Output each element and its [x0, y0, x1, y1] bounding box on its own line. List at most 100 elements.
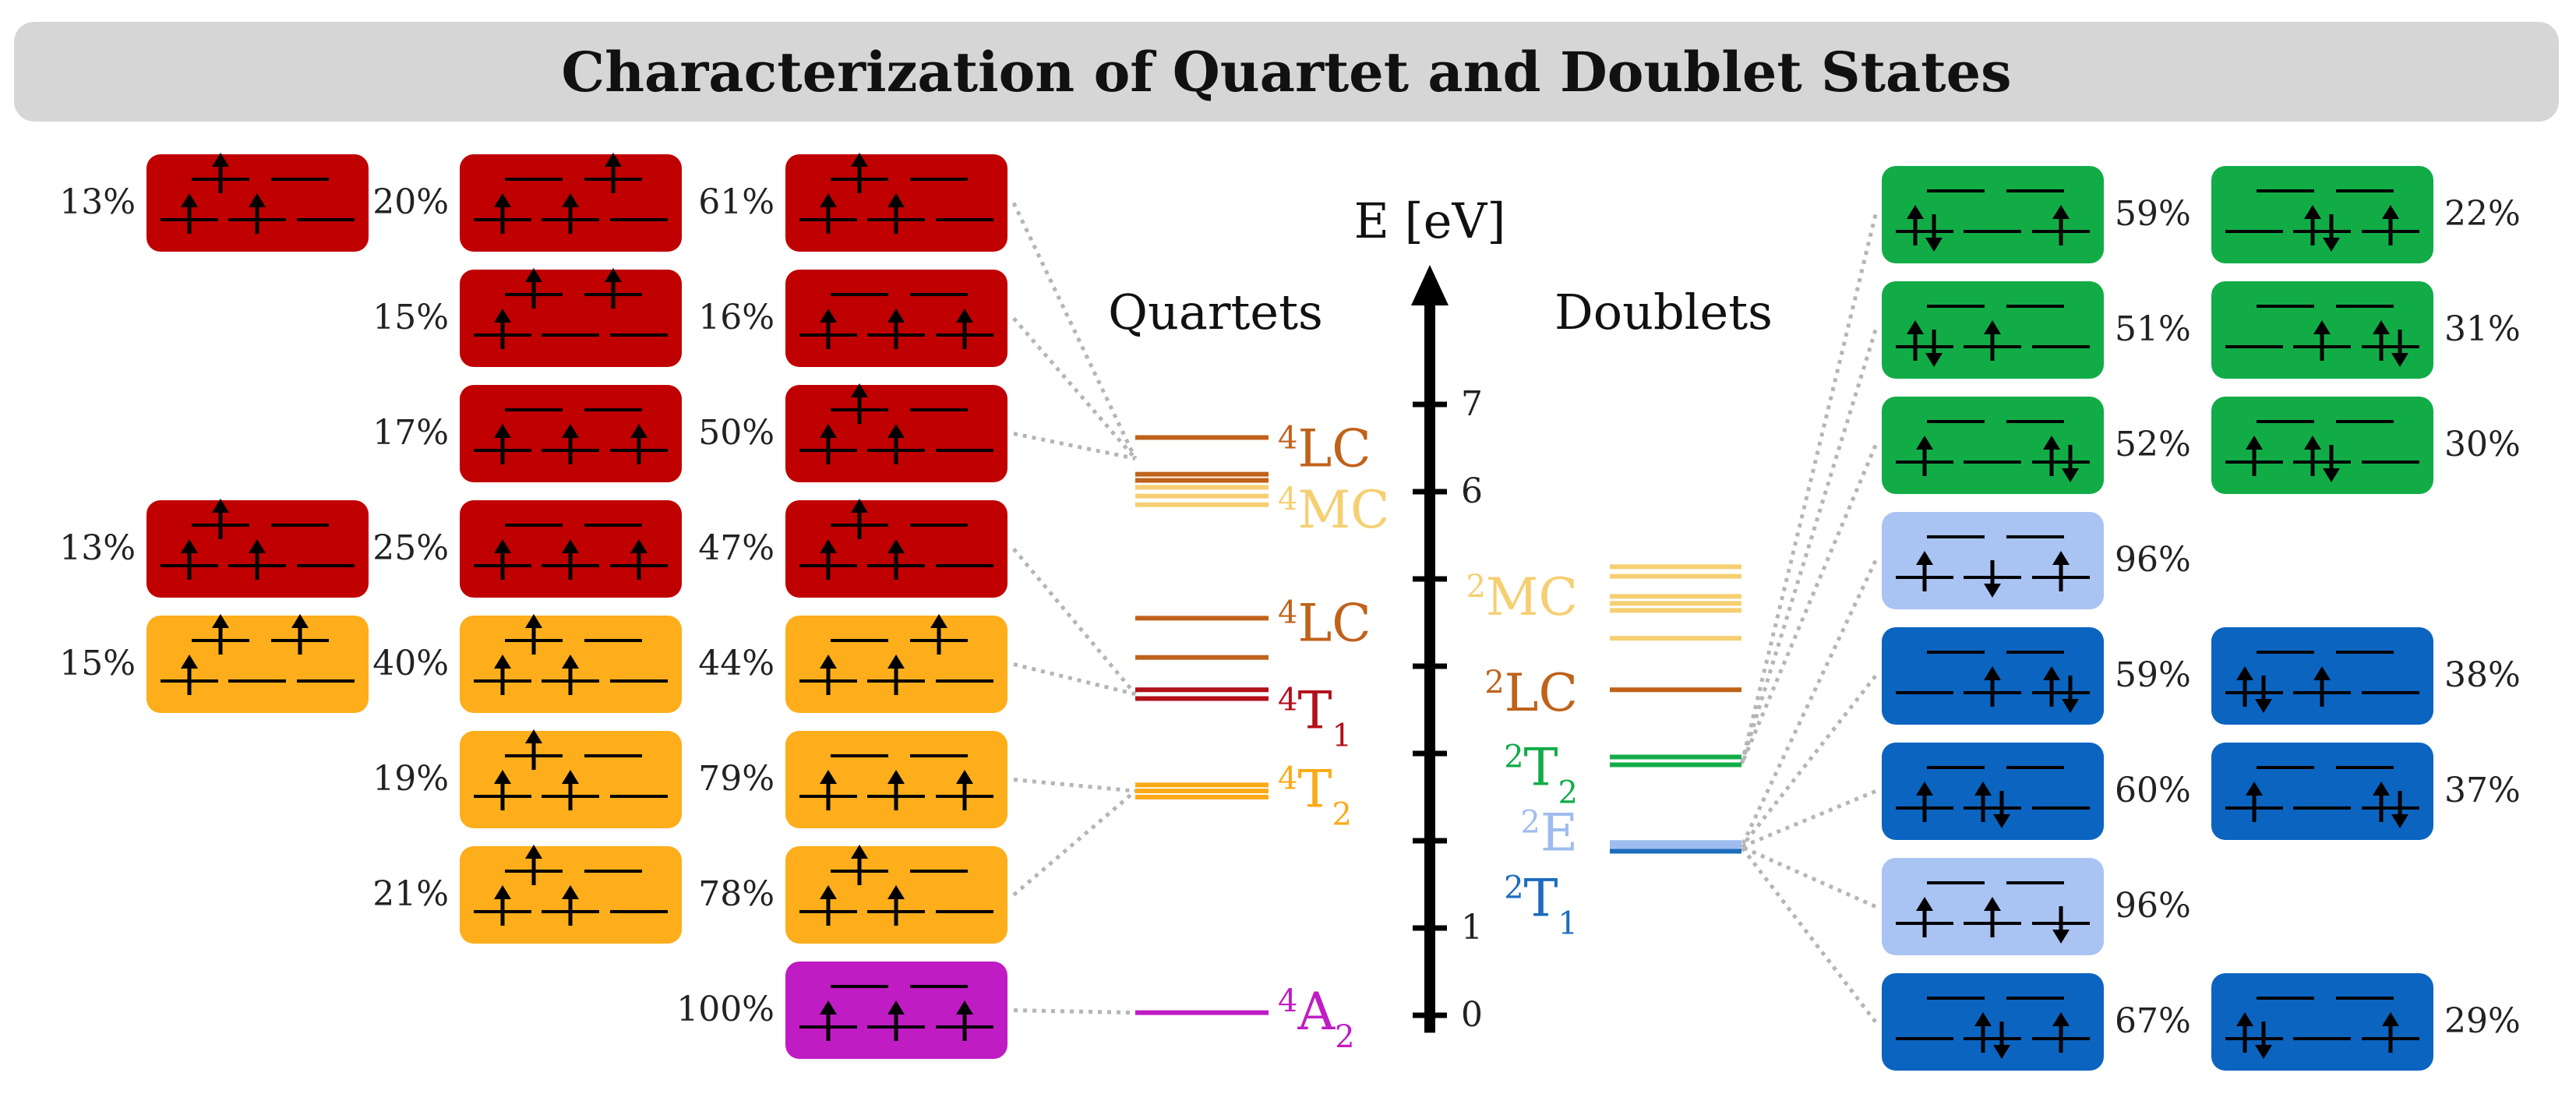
- spin-up-arrowhead-icon: [820, 1000, 837, 1015]
- percentage-label: 30%: [2444, 425, 2521, 464]
- spin-up-arrowhead-icon: [956, 1000, 973, 1015]
- spin-up-arrowhead-icon: [2043, 436, 2060, 450]
- spin-up-arrowhead-icon: [291, 614, 309, 628]
- spin-down-arrowhead-icon: [2323, 468, 2340, 482]
- spin-up-arrowhead-icon: [956, 309, 973, 323]
- state-label-symbol: E: [1540, 803, 1578, 863]
- config-box: [460, 153, 682, 252]
- spin-up-arrowhead-icon: [494, 539, 511, 553]
- connector-line: [1740, 845, 1877, 1024]
- percentage-label: 78%: [698, 874, 775, 914]
- percentage-label: 96%: [2115, 886, 2191, 926]
- connector-line: [1013, 432, 1136, 461]
- percentage-label: 22%: [2444, 194, 2521, 234]
- percentage-label: 17%: [372, 413, 449, 453]
- spin-up-arrowhead-icon: [851, 499, 868, 513]
- config-box: [785, 962, 1007, 1059]
- spin-up-arrowhead-icon: [887, 1000, 905, 1015]
- spin-down-arrowhead-icon: [1925, 238, 1943, 252]
- config-box: [460, 845, 682, 944]
- axis-arrow-icon: [1411, 265, 1449, 305]
- spin-up-arrowhead-icon: [956, 770, 973, 784]
- spin-up-arrowhead-icon: [820, 193, 837, 207]
- config-box: [2211, 973, 2433, 1071]
- spin-up-arrowhead-icon: [2043, 666, 2060, 680]
- config-box: [460, 500, 682, 598]
- config-box: [785, 270, 1007, 367]
- percentage-label: 15%: [59, 644, 136, 683]
- spin-up-arrowhead-icon: [887, 885, 905, 899]
- percentage-label: 19%: [372, 759, 449, 799]
- spin-up-arrowhead-icon: [1916, 436, 1933, 450]
- spin-up-arrowhead-icon: [1907, 205, 1924, 219]
- axis-tick-label: 6: [1461, 471, 1483, 511]
- connector-line: [1012, 789, 1137, 897]
- spin-up-arrowhead-icon: [2246, 782, 2263, 796]
- percentage-label: 13%: [59, 182, 136, 222]
- spin-up-arrowhead-icon: [1974, 1012, 1992, 1026]
- spin-up-arrowhead-icon: [887, 424, 905, 438]
- connector-line: [1739, 444, 1878, 766]
- doublets-header: Doublets: [1554, 284, 1773, 341]
- spin-up-arrowhead-icon: [525, 845, 542, 859]
- spin-up-arrowhead-icon: [2313, 666, 2331, 680]
- percentage-label: 51%: [2115, 309, 2191, 349]
- percentage-label: 40%: [372, 644, 449, 683]
- quartets-header: Quartets: [1108, 284, 1323, 341]
- spin-up-arrowhead-icon: [820, 539, 837, 553]
- spin-up-arrowhead-icon: [887, 309, 905, 323]
- percentage-label: 67%: [2115, 1001, 2191, 1041]
- spin-up-arrowhead-icon: [494, 424, 511, 438]
- spin-up-arrowhead-icon: [2052, 205, 2070, 219]
- connector-line: [1011, 202, 1138, 460]
- axis-label: E [eV]: [1354, 192, 1506, 249]
- config-box: [460, 729, 682, 828]
- percentage-label: 25%: [372, 528, 449, 568]
- spin-up-arrowhead-icon: [887, 770, 905, 784]
- spin-up-arrowhead-icon: [525, 268, 542, 282]
- spin-up-arrowhead-icon: [2373, 782, 2390, 796]
- spin-up-arrowhead-icon: [181, 539, 198, 553]
- spin-up-arrowhead-icon: [887, 655, 905, 669]
- state-label-symbol: T: [1524, 737, 1558, 797]
- spin-up-arrowhead-icon: [1984, 897, 2001, 911]
- config-box: [785, 845, 1007, 944]
- config-box: [2211, 627, 2433, 725]
- state-label-4LC-low: 4LC: [1278, 594, 1371, 654]
- spin-up-arrowhead-icon: [1916, 551, 1933, 565]
- state-label-symbol: T: [1297, 759, 1332, 819]
- spin-up-arrowhead-icon: [494, 770, 511, 784]
- state-label-symbol: T: [1524, 868, 1558, 928]
- percentage-label: 60%: [2115, 771, 2191, 810]
- state-label-subscript: 1: [1332, 718, 1351, 754]
- spin-up-arrowhead-icon: [212, 614, 229, 628]
- config-box: [146, 614, 369, 713]
- config-box: [460, 385, 682, 482]
- state-label-superscript: 4: [1278, 595, 1297, 631]
- percentage-label: 59%: [2115, 655, 2191, 695]
- spin-up-arrowhead-icon: [851, 153, 868, 167]
- config-box-bg: [460, 270, 682, 367]
- spin-up-arrowhead-icon: [1984, 320, 2001, 334]
- percentage-label: 61%: [698, 182, 775, 222]
- config-box: [1882, 397, 2104, 494]
- spin-up-arrowhead-icon: [2052, 1012, 2070, 1026]
- state-label-4LC: 4LC: [1278, 419, 1371, 479]
- state-label-superscript: 4: [1278, 983, 1297, 1019]
- config-box: [1882, 281, 2104, 379]
- config-box: [146, 499, 369, 598]
- spin-up-arrowhead-icon: [930, 614, 947, 628]
- percentage-label: 15%: [372, 298, 449, 337]
- percentage-label: 29%: [2444, 1001, 2521, 1041]
- axis-tick-label: 7: [1461, 384, 1483, 424]
- spin-up-arrowhead-icon: [525, 614, 542, 628]
- spin-up-arrowhead-icon: [887, 193, 905, 207]
- config-box: [1882, 858, 2104, 955]
- spin-up-arrowhead-icon: [1907, 320, 1924, 334]
- spin-up-arrowhead-icon: [2373, 320, 2390, 334]
- spin-down-arrowhead-icon: [1993, 1045, 2010, 1059]
- spin-down-arrowhead-icon: [2323, 238, 2340, 252]
- percentage-label: 59%: [2115, 194, 2191, 234]
- state-label-symbol: LC: [1505, 663, 1578, 723]
- spin-up-arrowhead-icon: [2382, 205, 2399, 219]
